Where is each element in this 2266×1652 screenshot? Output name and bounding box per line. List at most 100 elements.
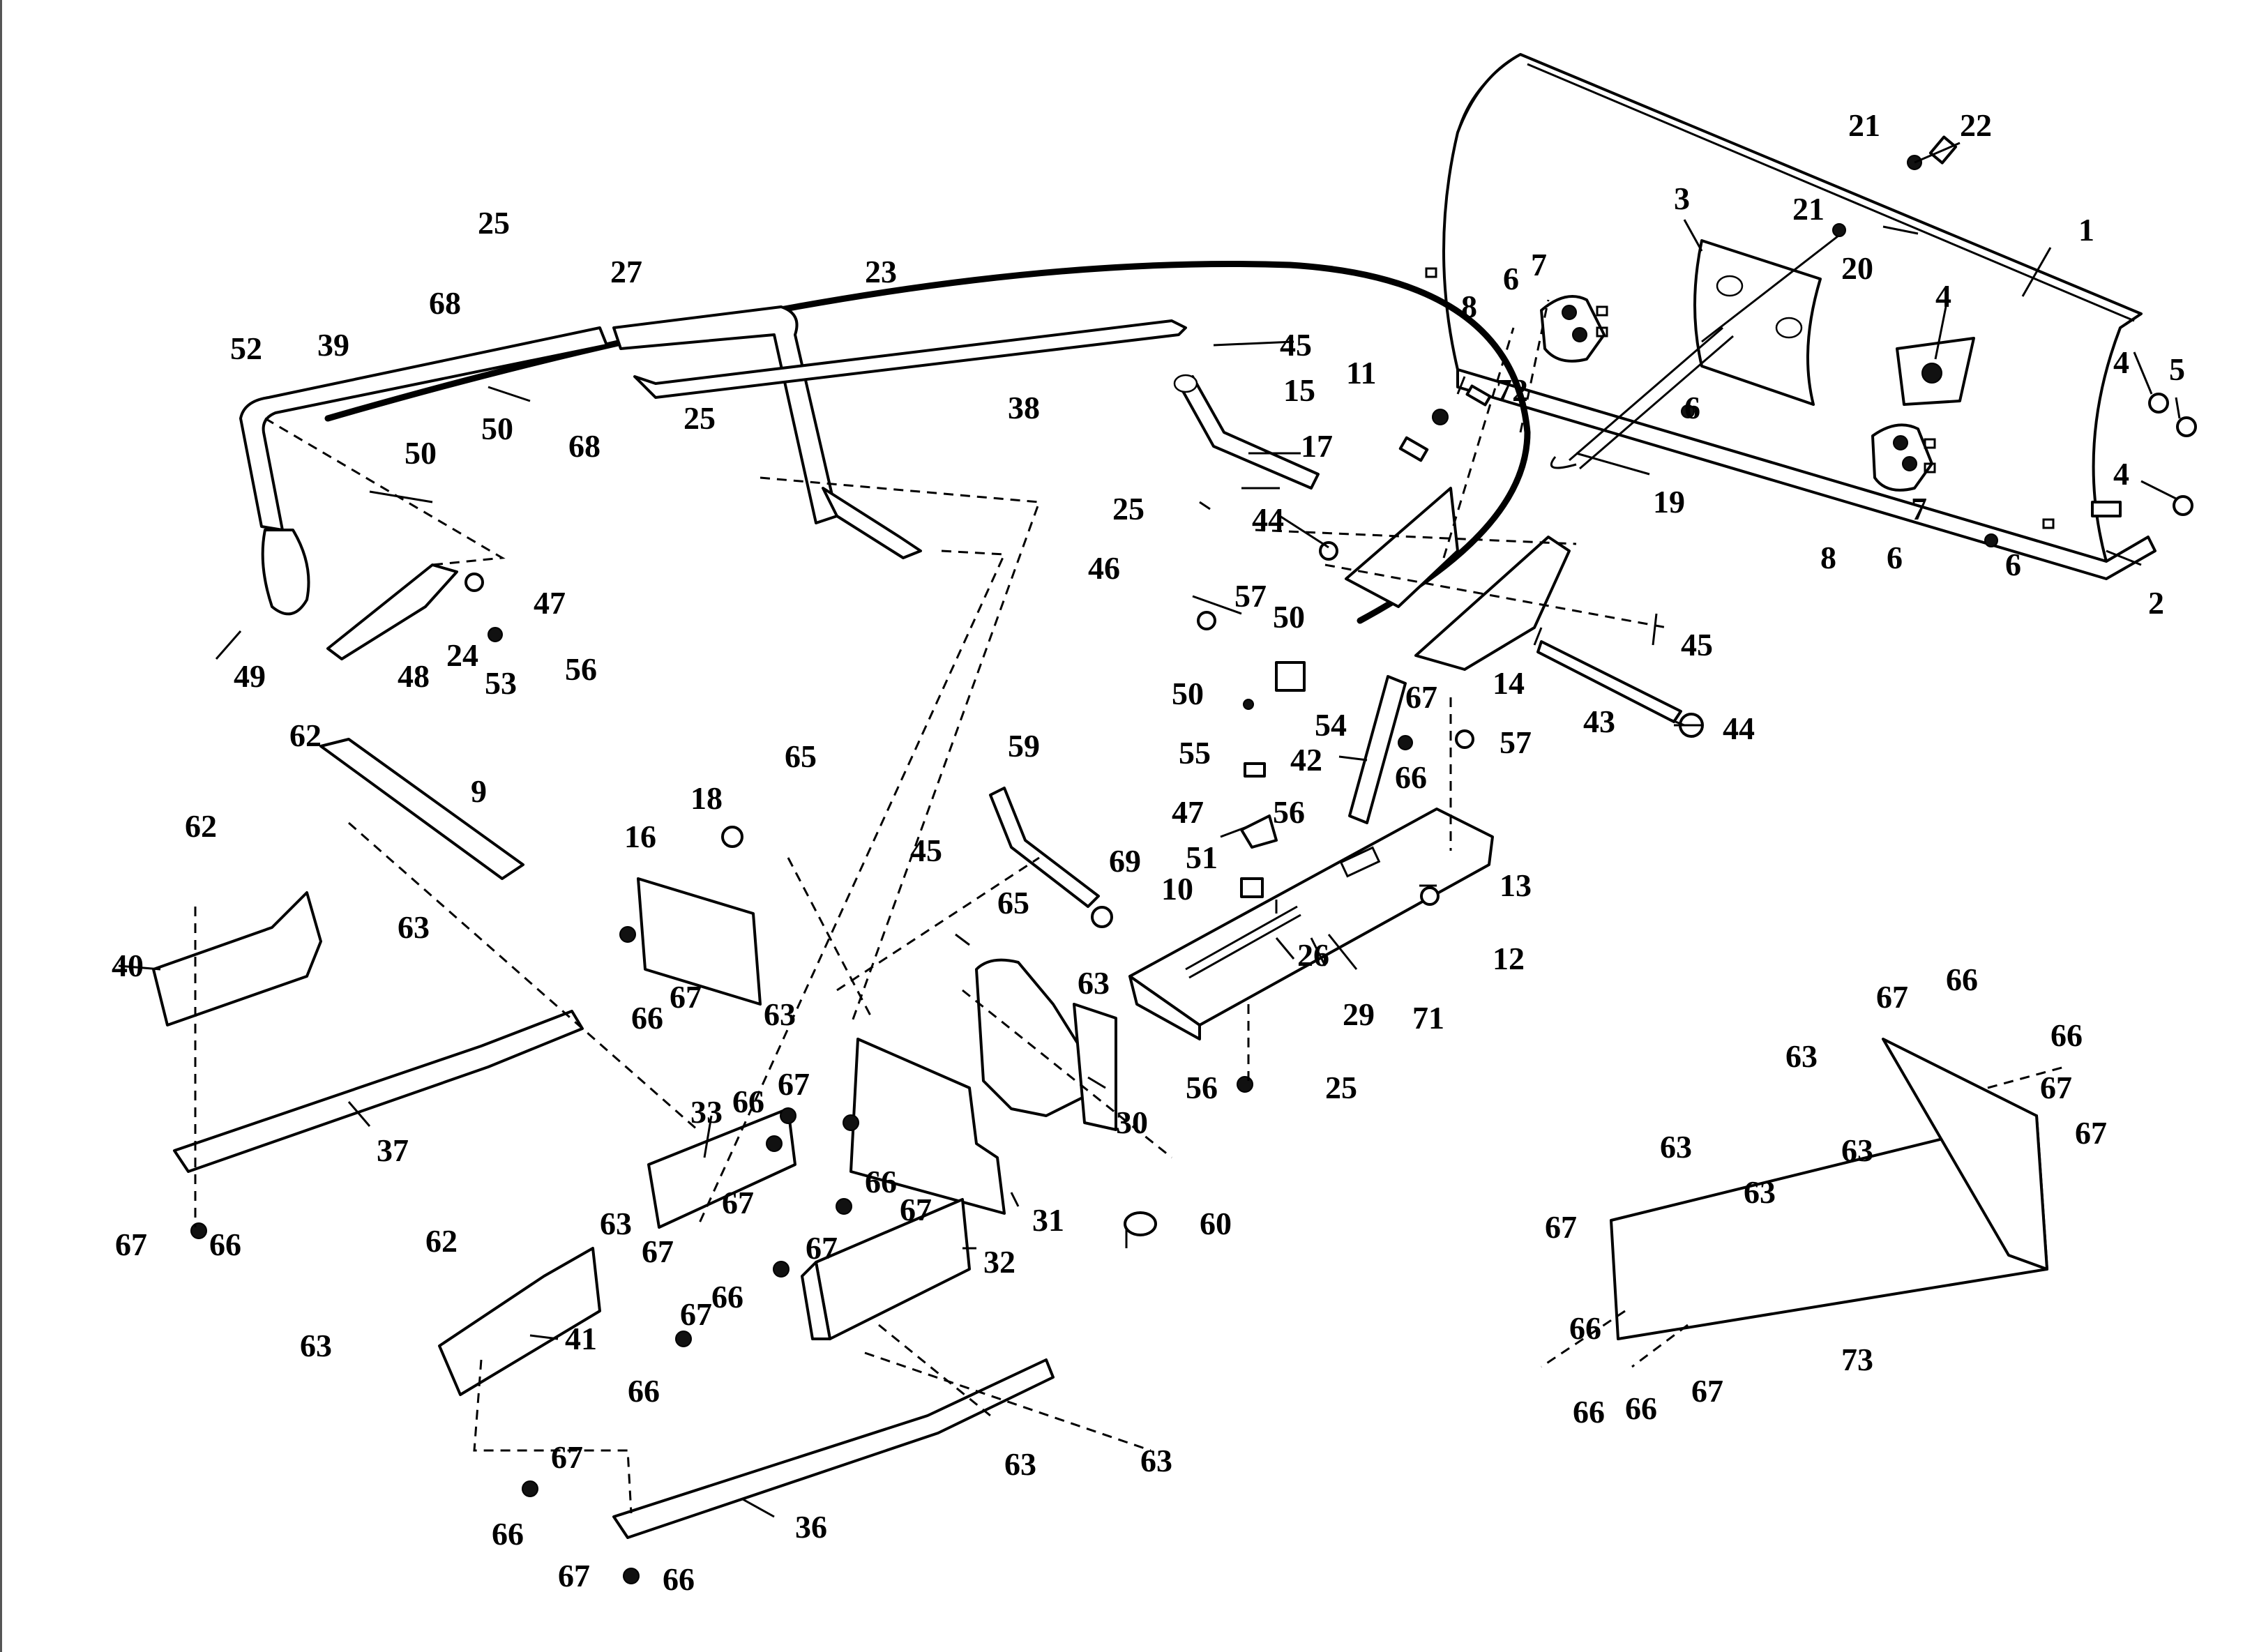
callout-31: 31 <box>1032 1202 1064 1238</box>
callout-67: 67 <box>1545 1209 1577 1245</box>
callout-27: 27 <box>610 254 642 289</box>
callout-67: 67 <box>900 1192 932 1227</box>
callout-36: 36 <box>795 1509 827 1545</box>
callout-67: 67 <box>642 1234 674 1269</box>
callout-49: 49 <box>234 658 266 694</box>
callout-52: 52 <box>230 331 262 366</box>
callout-67: 67 <box>670 979 702 1015</box>
rod-38 <box>633 319 1187 399</box>
callout-23: 23 <box>865 254 897 289</box>
callout-67: 67 <box>722 1185 754 1220</box>
callout-25: 25 <box>478 205 510 241</box>
callout-63: 63 <box>1785 1038 1818 1074</box>
callout-67: 67 <box>1876 979 1908 1015</box>
callout-47: 47 <box>1172 794 1204 830</box>
callout-43: 43 <box>1583 704 1615 739</box>
bracket-73 <box>1610 1038 2048 1340</box>
callout-21: 21 <box>1848 107 1880 143</box>
drag-link-36 <box>612 1358 1055 1539</box>
callout-4: 4 <box>1935 278 1951 314</box>
spring-19 <box>1550 326 1734 470</box>
callout-7: 7 <box>1911 491 1927 526</box>
callout-63: 63 <box>1660 1129 1692 1165</box>
drag-link-37 <box>173 1010 584 1173</box>
callout-50: 50 <box>1273 599 1305 635</box>
callout-66: 66 <box>628 1373 660 1409</box>
callout-63: 63 <box>398 909 430 945</box>
callout-55: 55 <box>1179 735 1211 771</box>
callout-66: 66 <box>2050 1017 2083 1053</box>
callout-32: 32 <box>983 1244 1015 1280</box>
callout-72: 72 <box>1496 372 1528 408</box>
callout-39: 39 <box>317 327 349 363</box>
callout-45: 45 <box>1681 627 1713 662</box>
callout-62: 62 <box>185 808 217 844</box>
callout-8: 8 <box>1461 289 1477 324</box>
plate-41 <box>438 1247 601 1396</box>
callout-67: 67 <box>1691 1373 1723 1409</box>
callout-6: 6 <box>2005 547 2021 582</box>
callout-12: 12 <box>1493 941 1525 976</box>
pin-60 <box>1124 1211 1157 1248</box>
callout-56: 56 <box>1273 794 1305 830</box>
callout-67: 67 <box>680 1296 712 1332</box>
callout-62: 62 <box>425 1223 458 1259</box>
callout-71: 71 <box>1412 1000 1444 1036</box>
callout-7: 7 <box>1531 247 1547 282</box>
bracket-33 <box>647 1107 796 1229</box>
callout-56: 56 <box>565 651 597 687</box>
callout-66: 66 <box>1569 1310 1601 1346</box>
callout-22: 22 <box>1960 107 1992 143</box>
callout-labels: 1 2 3 4 4 4 5 6 6 6 6 7 7 8 8 9 10 11 12… <box>112 107 2185 1597</box>
callout-66: 66 <box>1625 1390 1657 1426</box>
callout-16: 16 <box>624 819 656 854</box>
callout-69: 69 <box>1109 843 1141 879</box>
callout-26: 26 <box>1297 937 1329 973</box>
blade-edge-bolts <box>2091 393 2197 517</box>
callout-17: 17 <box>1301 428 1333 464</box>
callout-66: 66 <box>865 1164 897 1199</box>
callout-57: 57 <box>1500 725 1532 760</box>
plate-40 <box>152 891 322 1026</box>
callout-6: 6 <box>1887 540 1903 575</box>
callout-18: 18 <box>690 780 723 816</box>
callout-65: 65 <box>785 738 817 774</box>
blade-slots <box>1425 267 2055 529</box>
callout-10: 10 <box>1161 871 1193 907</box>
callout-9: 9 <box>471 773 487 809</box>
callout-67: 67 <box>551 1439 583 1475</box>
callout-11: 11 <box>1346 355 1376 391</box>
callout-6: 6 <box>1503 261 1519 296</box>
callout-29: 29 <box>1343 996 1375 1032</box>
callout-62: 62 <box>289 718 322 753</box>
handle-grip-49 <box>261 529 310 616</box>
callout-60: 60 <box>1200 1206 1232 1241</box>
rod-20 <box>1701 232 1842 343</box>
callout-66: 66 <box>732 1084 764 1119</box>
callout-51: 51 <box>1186 840 1218 875</box>
callout-41: 41 <box>565 1321 597 1356</box>
callout-63: 63 <box>1078 965 1110 1001</box>
callout-73: 73 <box>1841 1342 1873 1377</box>
callout-6: 6 <box>1684 390 1700 425</box>
callout-66: 66 <box>1395 759 1427 795</box>
plate-16 <box>637 877 762 1006</box>
callout-40: 40 <box>112 948 144 983</box>
callout-42: 42 <box>1290 742 1322 778</box>
callout-50: 50 <box>481 411 513 446</box>
callout-66: 66 <box>209 1227 241 1262</box>
callout-63: 63 <box>1744 1174 1776 1210</box>
callout-45: 45 <box>1280 327 1312 363</box>
callout-67: 67 <box>2040 1070 2072 1105</box>
upright-42 <box>1348 675 1407 824</box>
callout-63: 63 <box>764 996 796 1032</box>
callout-47: 47 <box>534 585 566 621</box>
callout-19: 19 <box>1653 484 1685 520</box>
callout-63: 63 <box>300 1328 332 1363</box>
lift-rod-59 <box>989 787 1100 908</box>
main-frame-10 <box>1128 808 1494 1040</box>
callout-67: 67 <box>115 1227 147 1262</box>
callout-15: 15 <box>1283 372 1315 408</box>
callout-59: 59 <box>1008 728 1040 764</box>
callout-24: 24 <box>446 637 478 673</box>
